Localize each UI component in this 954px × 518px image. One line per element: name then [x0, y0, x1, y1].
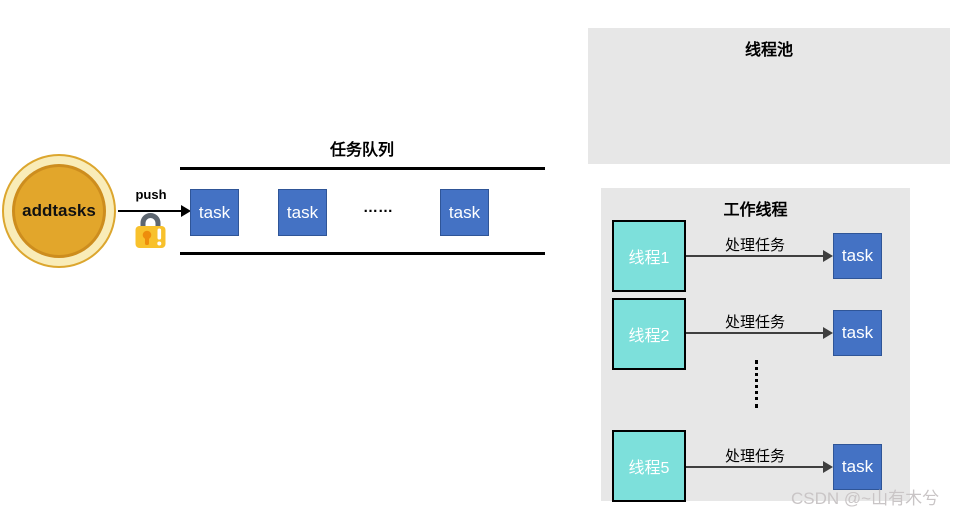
thread-box-2: 线程2 — [612, 298, 686, 370]
producer-circle-inner: addtasks — [12, 164, 106, 258]
thread-box-3: 线程5 — [612, 430, 686, 502]
worker-task-box-2: task — [833, 310, 882, 356]
push-arrow-line — [118, 210, 184, 212]
worker-task-box-1: task — [833, 233, 882, 279]
queue-bottom-line — [180, 252, 545, 255]
push-arrow-head — [181, 205, 191, 217]
queue-task-box-1: task — [190, 189, 239, 236]
worker-arrow-line-1 — [686, 255, 826, 257]
vertical-ellipsis-dots — [755, 360, 758, 408]
queue-task-box-3: task — [440, 189, 489, 236]
worker-threads-title: 工作线程 — [723, 202, 788, 219]
worker-arrow-head-2 — [823, 327, 833, 339]
worker-arrow-head-1 — [823, 250, 833, 262]
queue-ellipsis: …… — [363, 199, 393, 216]
lock-with-exclamation-icon — [134, 211, 167, 255]
worker-arrow-head-3 — [823, 461, 833, 473]
csdn-watermark: CSDN @~山有木兮 — [791, 489, 940, 508]
action-label-2: 处理任务 — [724, 314, 785, 331]
thread-box-1: 线程1 — [612, 220, 686, 292]
thread-pool-panel: 线程池 — [588, 28, 950, 164]
thread-pool-title: 线程池 — [744, 42, 793, 59]
action-label-1: 处理任务 — [724, 237, 785, 254]
task-queue-title: 任务队列 — [329, 142, 394, 159]
worker-arrow-line-3 — [686, 466, 826, 468]
action-label-3: 处理任务 — [724, 448, 785, 465]
worker-arrow-line-2 — [686, 332, 826, 334]
queue-top-line — [180, 167, 545, 170]
producer-label: addtasks — [22, 201, 96, 220]
worker-task-box-3: task — [833, 444, 882, 490]
queue-task-box-2: task — [278, 189, 327, 236]
producer-circle: addtasks — [2, 154, 116, 268]
push-label: push — [135, 187, 167, 202]
